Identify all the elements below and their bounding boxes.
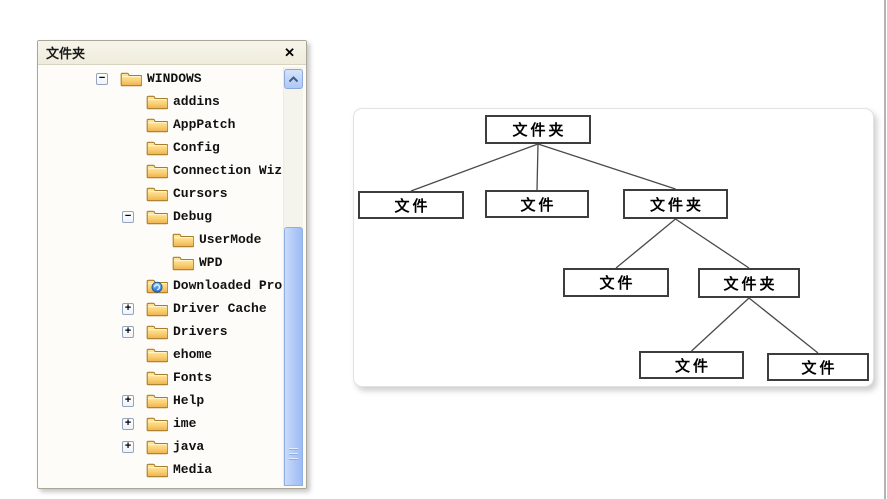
tree-item[interactable]: Media	[38, 458, 306, 481]
scroll-up-arrow-icon	[288, 75, 299, 82]
folder-icon	[146, 461, 169, 478]
diagram-edge-line	[410, 143, 539, 192]
tree-item[interactable]: + java	[38, 435, 306, 458]
diagram-node-c3b1: 文件	[639, 351, 744, 379]
folder-icon	[146, 438, 169, 455]
tree-item-label: UserMode	[199, 232, 262, 247]
tree-item[interactable]: Fonts	[38, 366, 306, 389]
tree-item[interactable]: UserMode	[38, 228, 306, 251]
diagram-node-c1: 文件	[358, 191, 464, 219]
tree-item-label: java	[173, 439, 205, 454]
page-edge-line	[884, 0, 886, 499]
tree-item[interactable]: Downloaded Pro	[38, 274, 306, 297]
expand-plus-icon[interactable]: +	[122, 440, 134, 453]
diagram-node-c3: 文件夹	[623, 189, 728, 219]
folder-icon	[172, 254, 195, 271]
folder-icon	[146, 369, 169, 386]
folder-icon	[146, 415, 169, 432]
tree-item-label: Cursors	[173, 186, 228, 201]
folder-icon	[146, 93, 169, 110]
folder-icon	[120, 70, 143, 87]
diagram-edge-line	[615, 218, 676, 269]
tree-item[interactable]: Connection Wiz	[38, 159, 306, 182]
tree-item-label: Driver Cache	[173, 301, 267, 316]
tree-item[interactable]: − WINDOWS	[38, 67, 306, 90]
folder-icon	[146, 139, 169, 156]
tree-item-label: Downloaded Pro	[173, 278, 283, 293]
folder-icon	[146, 346, 169, 363]
folder-icon	[146, 116, 169, 133]
tree-item-label: AppPatch	[173, 117, 236, 132]
folder-icon	[146, 484, 168, 486]
tree-item[interactable]: + ime	[38, 412, 306, 435]
folder-icon	[146, 300, 169, 317]
folder-icon	[146, 392, 169, 409]
folders-pane-title: 文件夹	[46, 46, 86, 61]
folder-icon	[146, 208, 169, 225]
tree-item-label: WPD	[199, 255, 223, 270]
folders-pane-titlebar: 文件夹 ✕	[38, 41, 306, 65]
tree-item[interactable]	[38, 481, 306, 486]
tree-item[interactable]: Cursors	[38, 182, 306, 205]
diagram-node-c3b2: 文件	[767, 353, 869, 381]
tree-item[interactable]: − Debug	[38, 205, 306, 228]
scrollbar-thumb[interactable]	[284, 227, 303, 486]
tree-item[interactable]: Config	[38, 136, 306, 159]
diagram-node-c3b: 文件夹	[698, 268, 800, 298]
expand-plus-icon[interactable]: +	[122, 302, 134, 315]
diagram-edge-line	[537, 143, 676, 190]
diagram-node-root: 文件夹	[485, 115, 591, 144]
tree-item-label: Connection Wiz	[173, 163, 283, 178]
diagram-node-c3a: 文件	[563, 268, 669, 297]
diagram-edge-line	[675, 218, 750, 269]
hierarchy-diagram: 文件夹文件文件文件夹文件文件夹文件文件	[353, 108, 874, 387]
tree-item[interactable]: WPD	[38, 251, 306, 274]
tree-item[interactable]: + Drivers	[38, 320, 306, 343]
tree-item[interactable]: addins	[38, 90, 306, 113]
diagram-edge-line	[536, 143, 539, 191]
diagram-edge-line	[748, 297, 819, 354]
tree-item[interactable]: + Driver Cache	[38, 297, 306, 320]
tree-item-label: Config	[173, 140, 220, 155]
scroll-up-button[interactable]	[284, 69, 303, 89]
scrollbar-grip-icon	[289, 448, 298, 460]
tree-item-label: Drivers	[173, 324, 228, 339]
tree-item-label: WINDOWS	[147, 71, 202, 86]
folder-icon	[172, 231, 195, 248]
collapse-minus-icon[interactable]: −	[122, 210, 134, 223]
tree-item-label: addins	[173, 94, 220, 109]
tree-item-label: Fonts	[173, 370, 213, 385]
close-icon[interactable]: ✕	[284, 45, 295, 60]
diagram-edge-line	[691, 297, 750, 352]
tree-item[interactable]: ehome	[38, 343, 306, 366]
tree-item-label: Debug	[173, 209, 213, 224]
tree-item[interactable]: + Help	[38, 389, 306, 412]
expand-plus-icon[interactable]: +	[122, 417, 134, 430]
tree-item-label: ime	[173, 416, 197, 431]
tree-item-label: Help	[173, 393, 205, 408]
folder-icon	[146, 162, 169, 179]
diagram-node-c2: 文件	[485, 190, 589, 218]
expand-plus-icon[interactable]: +	[122, 394, 134, 407]
folder-icon	[146, 323, 169, 340]
tree-item-label: ehome	[173, 347, 213, 362]
expand-plus-icon[interactable]: +	[122, 325, 134, 338]
folder-icon	[146, 185, 169, 202]
vertical-scrollbar[interactable]	[283, 67, 303, 486]
collapse-minus-icon[interactable]: −	[96, 72, 108, 85]
diagram-edges	[410, 143, 819, 354]
tree-item-label: Media	[173, 462, 213, 477]
downloaded-program-files-icon	[146, 277, 168, 294]
tree-item[interactable]: AppPatch	[38, 113, 306, 136]
